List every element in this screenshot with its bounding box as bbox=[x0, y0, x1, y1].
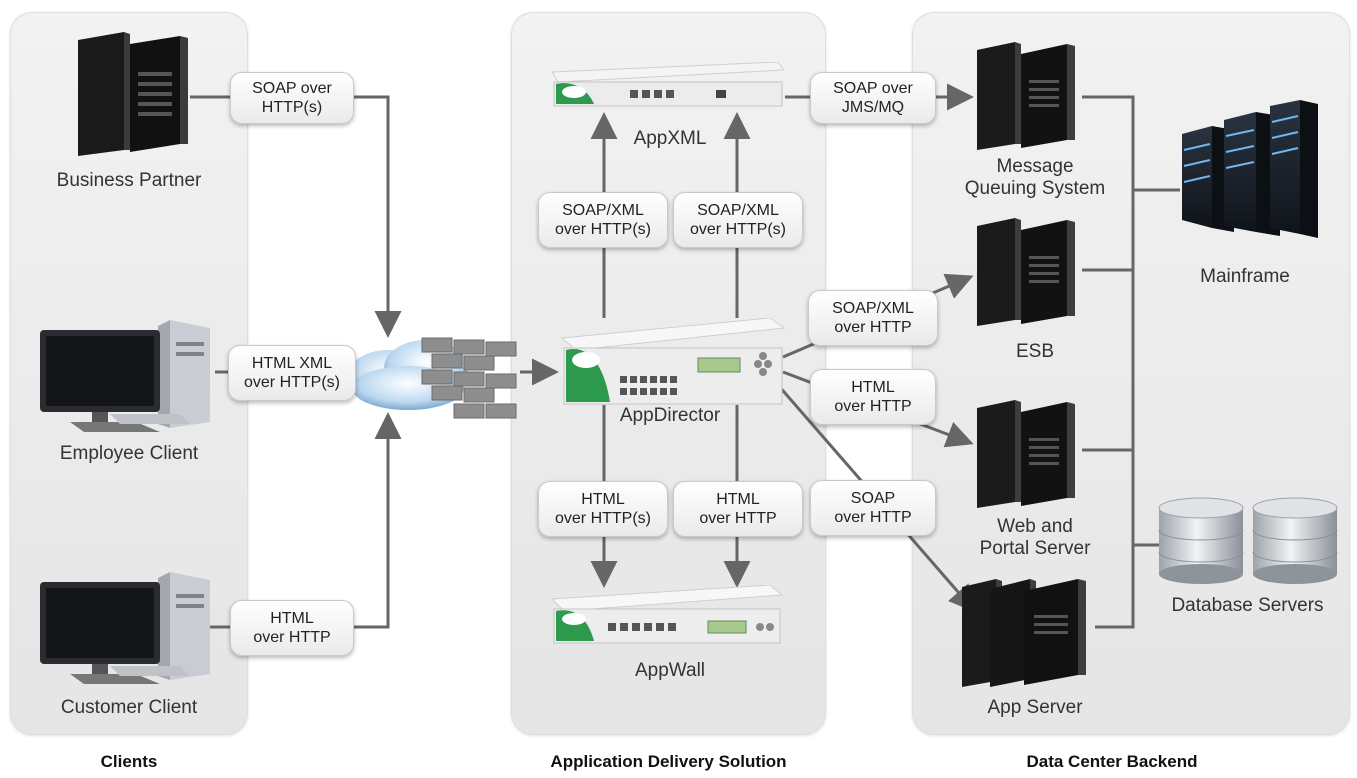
esb-label: ESB bbox=[1015, 341, 1055, 362]
business-partner-label: Business Partner bbox=[56, 170, 202, 191]
appwall-appliance-icon bbox=[550, 585, 784, 644]
firewall-icon bbox=[421, 337, 517, 419]
app-server-label: App Server bbox=[987, 697, 1083, 718]
mainframe-label: Mainframe bbox=[1200, 266, 1290, 287]
esb-server-icon bbox=[977, 218, 1075, 326]
protocol-web: HTML over HTTP bbox=[810, 369, 936, 425]
appdirector-label: AppDirector bbox=[619, 405, 721, 426]
mainframe-icon bbox=[1182, 100, 1318, 238]
protocol-appwall-left: HTML over HTTP(s) bbox=[538, 481, 668, 537]
protocol-customer-html: HTML over HTTP bbox=[230, 600, 354, 656]
customer-client-label: Customer Client bbox=[60, 697, 198, 718]
appxml-label: AppXML bbox=[633, 128, 707, 149]
protocol-esb: SOAP/XML over HTTP bbox=[808, 290, 938, 346]
message-queuing-server-icon bbox=[977, 42, 1075, 150]
clients-caption: Clients bbox=[100, 752, 158, 771]
database-servers-label: Database Servers bbox=[1171, 595, 1324, 616]
database-servers-icon bbox=[1158, 497, 1338, 584]
protocol-appwall-right: HTML over HTTP bbox=[673, 481, 803, 537]
customer-desktop-icon bbox=[40, 572, 210, 684]
delivery-caption: Application Delivery Solution bbox=[550, 752, 787, 771]
message-queuing-label: Message Queuing System bbox=[964, 156, 1106, 199]
protocol-app: SOAP over HTTP bbox=[810, 480, 936, 536]
backend-caption: Data Center Backend bbox=[1026, 752, 1198, 771]
appdirector-appliance-icon bbox=[560, 318, 786, 405]
protocol-employee-html-xml: HTML XML over HTTP(s) bbox=[228, 345, 356, 401]
protocol-bp-soap: SOAP over HTTP(s) bbox=[230, 72, 354, 124]
protocol-appxml-right: SOAP/XML over HTTP(s) bbox=[673, 192, 803, 248]
protocol-mq: SOAP over JMS/MQ bbox=[810, 72, 936, 124]
appwall-label: AppWall bbox=[634, 660, 706, 681]
employee-client-label: Employee Client bbox=[59, 443, 199, 464]
appxml-appliance-icon bbox=[551, 62, 785, 107]
app-server-icon bbox=[962, 579, 1086, 687]
business-partner-server-icon bbox=[78, 32, 188, 156]
web-portal-server-icon bbox=[977, 400, 1075, 508]
web-portal-label: Web and Portal Server bbox=[979, 516, 1091, 559]
protocol-appxml-left: SOAP/XML over HTTP(s) bbox=[538, 192, 668, 248]
employee-desktop-icon bbox=[40, 320, 210, 432]
